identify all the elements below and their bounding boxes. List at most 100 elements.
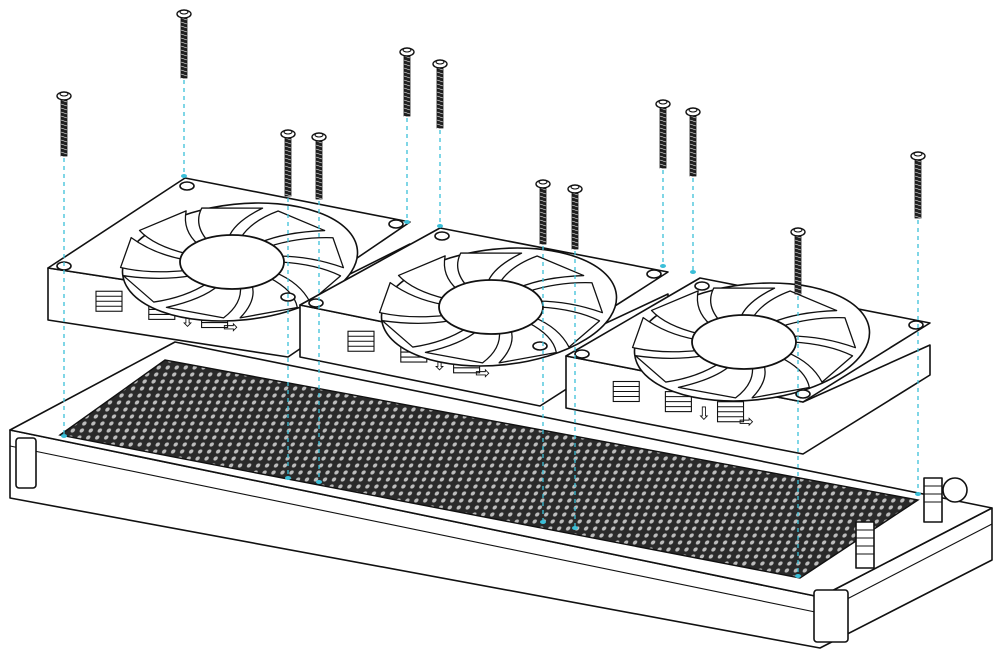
fan-hub <box>691 314 797 370</box>
screw-thread <box>403 83 411 87</box>
guide-target-point <box>285 476 291 480</box>
screw-7 <box>535 179 551 247</box>
screw-thread <box>315 144 323 148</box>
screw-thread <box>180 61 188 65</box>
screw-thread <box>436 87 444 91</box>
screw-thread <box>914 191 922 195</box>
fan-blade <box>456 252 523 287</box>
fan-mount-hole <box>795 389 811 399</box>
screw-thread <box>315 172 323 176</box>
screw-thread <box>284 189 292 193</box>
screw-thread <box>180 37 188 41</box>
screw-thread <box>539 231 547 235</box>
screw-thread <box>315 180 323 184</box>
screw-drive-recess <box>402 47 412 53</box>
airflow-direction-marker: ⇨ <box>223 317 238 338</box>
screw-thread <box>284 153 292 157</box>
screw-thread <box>689 123 697 127</box>
screw-thread <box>436 103 444 107</box>
screw-thread <box>539 219 547 223</box>
screw-thread <box>794 259 802 263</box>
fan-blade <box>424 329 501 364</box>
fan-blade <box>751 290 838 324</box>
screw-thread <box>914 199 922 203</box>
screw-thread <box>539 195 547 199</box>
fan-blade <box>122 274 209 303</box>
screw-9 <box>655 99 671 171</box>
screw-thread <box>539 239 547 243</box>
screw-thread <box>180 21 188 25</box>
screw-thread <box>689 147 697 151</box>
screw-5 <box>399 47 415 119</box>
screw-thread <box>914 179 922 183</box>
screw-drive-recess <box>913 151 923 157</box>
screw-thread <box>689 119 697 123</box>
fan-blade <box>397 255 459 300</box>
screw-thread <box>689 131 697 135</box>
fan-blade <box>138 210 200 255</box>
screw-thread <box>284 181 292 185</box>
screw-thread <box>315 152 323 156</box>
screw-thread <box>659 139 667 143</box>
fan-blade <box>786 341 854 383</box>
screw-thread <box>794 247 802 251</box>
screw-thread <box>659 115 667 119</box>
guide-target-point <box>572 526 578 530</box>
screw-thread <box>659 167 667 171</box>
screw-drive-recess <box>59 91 69 97</box>
screw-10 <box>685 107 701 179</box>
screw-thread <box>284 177 292 181</box>
screw-8 <box>567 184 583 252</box>
airflow-direction-marker: ⇨ <box>739 412 754 433</box>
fan-mount-hole <box>388 219 404 229</box>
screw-thread <box>60 127 68 131</box>
screw-thread <box>60 107 68 111</box>
screw-thread <box>571 240 579 244</box>
screw-thread <box>659 135 667 139</box>
fan-hub <box>438 279 544 335</box>
screw-drive-recess <box>283 129 293 135</box>
screw-drive-recess <box>179 9 189 15</box>
screw-thread <box>403 111 411 115</box>
screw-thread <box>914 207 922 211</box>
screw-thread <box>436 99 444 103</box>
screw-thread <box>284 141 292 145</box>
screw-thread <box>914 211 922 215</box>
screw-thread <box>403 91 411 95</box>
screw-thread <box>60 135 68 139</box>
screw-thread <box>284 165 292 169</box>
screw-thread <box>689 127 697 131</box>
screw-thread <box>659 151 667 155</box>
fan-2: ⇩⇨ <box>299 227 669 407</box>
screw-shaft <box>539 185 547 245</box>
fan-blade <box>239 276 298 319</box>
screw-thread <box>284 173 292 177</box>
screw-thread <box>436 91 444 95</box>
fan-mount-hole <box>434 231 450 241</box>
screw-thread <box>60 143 68 147</box>
guide-target-point <box>795 574 801 578</box>
screw-thread <box>436 107 444 111</box>
fan-blade <box>498 321 557 364</box>
radiator-edge-line <box>9 445 821 614</box>
fan-blade <box>197 207 264 242</box>
fan-3: ⇩⇨ <box>565 277 931 455</box>
fan-blade <box>780 316 857 349</box>
screw-thread <box>571 224 579 228</box>
guide-target-point <box>61 434 67 438</box>
screw-thread <box>794 251 802 255</box>
screw-thread <box>689 159 697 163</box>
screw-drive-recess <box>435 59 445 65</box>
screw-thread <box>571 200 579 204</box>
fan-blade <box>677 364 754 399</box>
screw-thread <box>60 115 68 119</box>
screw-thread <box>436 127 444 131</box>
fan-blade <box>650 290 712 335</box>
screw-thread <box>689 163 697 167</box>
screw-thread <box>571 220 579 224</box>
fan-blade <box>165 284 242 319</box>
screw-thread <box>315 192 323 196</box>
screw-thread <box>284 157 292 161</box>
screw-thread <box>284 161 292 165</box>
